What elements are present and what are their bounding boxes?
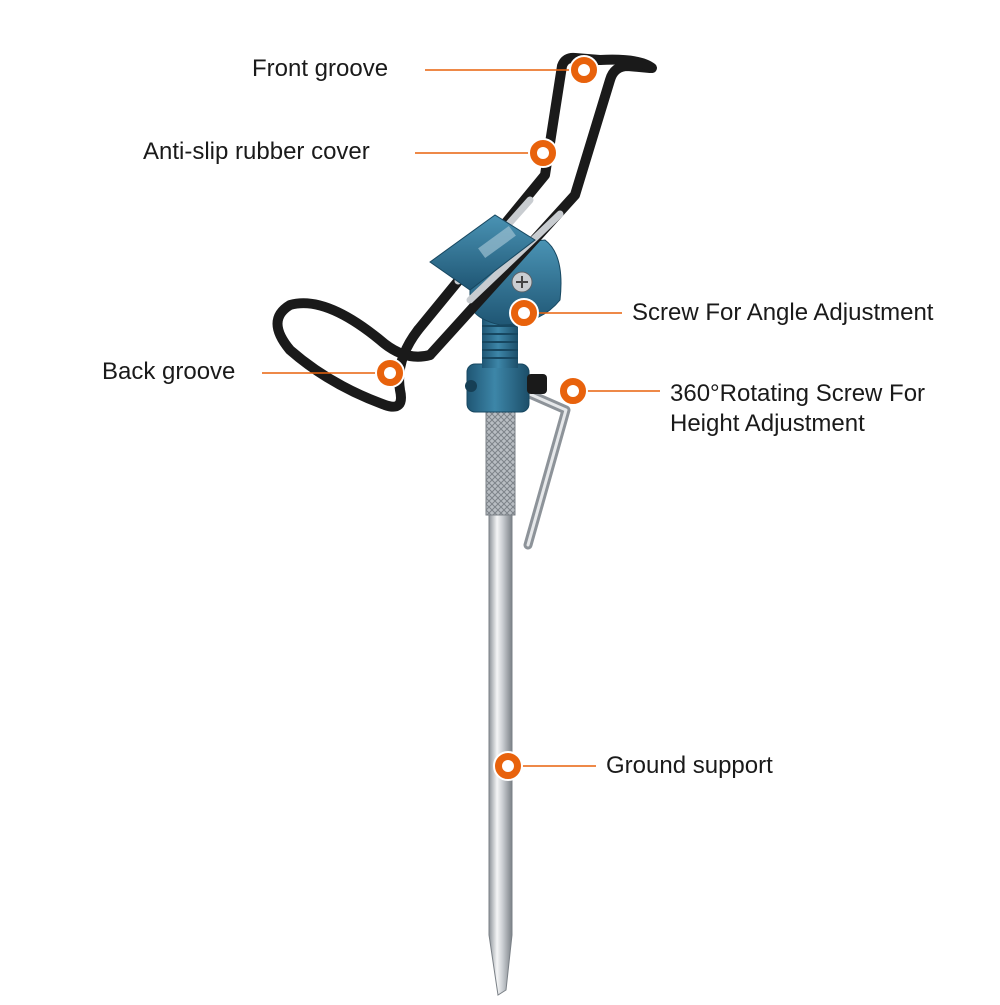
- ground-spike: [485, 404, 516, 996]
- marker-ground-support: [493, 751, 523, 781]
- label-front-groove: Front groove: [252, 55, 389, 82]
- height-adjust-handle: [520, 387, 571, 550]
- marker-rotating-screw: [558, 376, 588, 406]
- label-screw-angle-adjustment: Screw For Angle Adjustment: [632, 299, 934, 326]
- marker-screw-angle: [509, 298, 539, 328]
- label-rotating-screw-line2: Height Adjustment: [670, 410, 865, 437]
- threaded-neck: [482, 318, 518, 368]
- marker-front-groove: [569, 55, 599, 85]
- marker-anti-slip: [528, 138, 558, 168]
- rail-clamp-block: [429, 214, 536, 291]
- marker-back-groove: [375, 358, 405, 388]
- label-anti-slip-rubber-cover: Anti-slip rubber cover: [143, 138, 370, 165]
- label-rotating-screw-line1: 360°Rotating Screw For: [670, 380, 926, 407]
- label-back-groove: Back groove: [102, 358, 236, 385]
- rubber-frame: [272, 52, 657, 412]
- callout-markers: [375, 55, 599, 781]
- leader-lines: [262, 69, 660, 767]
- height-clamp-block: [465, 363, 547, 413]
- label-ground-support: Ground support: [606, 752, 773, 779]
